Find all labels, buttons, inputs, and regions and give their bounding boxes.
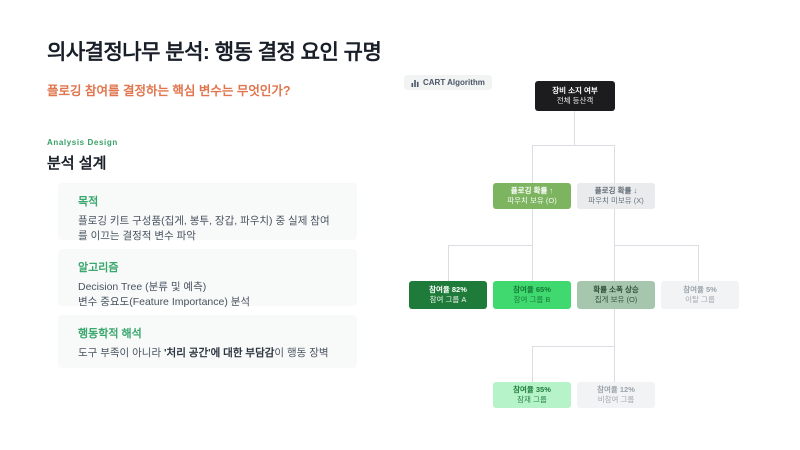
node-line2: 파우치 보유 (O) <box>507 196 557 205</box>
cart-algorithm-badge: CART Algorithm <box>404 75 492 90</box>
card-interpretation: 행동학적 해석 도구 부족이 아니라 '처리 공간'에 대한 부담감이 행동 장… <box>58 315 357 368</box>
edge-root-down <box>574 111 575 145</box>
body-prefix: 도구 부족이 아니라 <box>78 347 165 359</box>
card-purpose: 목적 플로깅 키트 구성품(집게, 봉투, 장갑, 파우치) 중 실제 참여를 … <box>58 183 357 242</box>
card-interpretation-label: 행동학적 해석 <box>78 328 142 340</box>
card-algorithm-line2: 변수 중요도(Feature Importance) 분석 <box>78 296 251 309</box>
edge-level3-horizontal <box>532 346 615 347</box>
edge-to-group-b <box>532 245 533 281</box>
node-line2: 잠재 그룹 <box>517 395 547 404</box>
section-eyebrow: Analysis Design <box>47 138 118 147</box>
edge-pouch-yes-down <box>532 209 533 245</box>
node-line2: 참여 그룹 A <box>429 295 467 304</box>
edge-to-pouch-no <box>614 145 615 183</box>
edge-level2-right-horizontal <box>614 245 699 246</box>
tree-node-churn: 참여율 5% 이탈 그룹 <box>661 281 739 309</box>
tree-node-non-participant: 참여율 12% 비참여 그룹 <box>577 382 655 408</box>
body-suffix: 이 행동 장벽 <box>274 347 329 359</box>
node-line2: 비참여 그룹 <box>597 395 635 404</box>
card-algorithm-line1: Decision Tree (분류 및 예측) <box>78 281 207 293</box>
node-line1: 참여율 65% <box>513 284 551 294</box>
node-line1: 플로깅 확률 ↑ <box>510 185 554 195</box>
tree-node-pouch-yes: 플로깅 확률 ↑ 파우치 보유 (O) <box>493 183 571 209</box>
node-line2: 이탈 그룹 <box>685 295 715 304</box>
section-heading: 분석 설계 <box>47 155 107 172</box>
card-algorithm: 알고리즘 Decision Tree (분류 및 예측) 변수 중요도(Feat… <box>58 249 357 308</box>
card-algorithm-body: Decision Tree (분류 및 예측) 변수 중요도(Feature I… <box>78 280 337 310</box>
node-line1: 참여율 35% <box>513 384 551 394</box>
edge-to-tongs-yes <box>614 245 615 281</box>
edge-level1-horizontal <box>532 145 615 146</box>
node-line1: 확률 소폭 상승 <box>593 284 639 294</box>
card-algorithm-label: 알고리즘 <box>78 262 119 274</box>
page-subtitle: 플로깅 참여를 결정하는 핵심 변수는 무엇인가? <box>47 84 291 98</box>
edge-to-latent <box>532 346 533 382</box>
tree-node-group-b: 참여율 65% 참여 그룹 B <box>493 281 571 309</box>
card-purpose-label: 목적 <box>78 196 99 208</box>
node-line2: 파우치 미보유 (X) <box>588 196 644 205</box>
bar-chart-icon <box>411 79 419 87</box>
node-line1: 장비 소지 여부 <box>552 85 598 95</box>
edge-tongs-yes-down <box>614 309 615 346</box>
node-line2: 참여 그룹 B <box>513 295 551 304</box>
edge-to-non-participant <box>614 346 615 382</box>
edge-pouch-no-down <box>614 209 615 245</box>
body-emphasis: '처리 공간'에 대한 부담감 <box>164 347 275 359</box>
tree-node-latent: 참여율 35% 잠재 그룹 <box>493 382 571 408</box>
tree-node-group-a: 참여율 82% 참여 그룹 A <box>409 281 487 309</box>
edge-to-churn <box>698 245 699 281</box>
node-line1: 참여율 82% <box>429 284 467 294</box>
edge-level2-left-horizontal <box>448 245 533 246</box>
card-purpose-body: 플로깅 키트 구성품(집게, 봉투, 장갑, 파우치) 중 실제 참여를 이끄는… <box>78 215 330 243</box>
node-line1: 플로깅 확률 ↓ <box>594 185 638 195</box>
tree-node-root: 장비 소지 여부 전체 등산객 <box>535 81 615 111</box>
node-line2: 집게 보유 (O) <box>594 295 638 304</box>
tree-node-pouch-no: 플로깅 확률 ↓ 파우치 미보유 (X) <box>577 183 655 209</box>
page-title: 의사결정나무 분석: 행동 결정 요인 규명 <box>47 41 382 64</box>
node-line1: 참여율 12% <box>597 384 635 394</box>
node-line1: 참여율 5% <box>683 284 717 294</box>
edge-to-group-a <box>448 245 449 281</box>
node-line2: 전체 등산객 <box>556 96 594 105</box>
tree-node-tongs-yes: 확률 소폭 상승 집게 보유 (O) <box>577 281 655 309</box>
badge-label: CART Algorithm <box>423 78 485 87</box>
edge-to-pouch-yes <box>532 145 533 183</box>
card-interpretation-body: 도구 부족이 아니라 '처리 공간'에 대한 부담감이 행동 장벽 <box>78 346 337 361</box>
